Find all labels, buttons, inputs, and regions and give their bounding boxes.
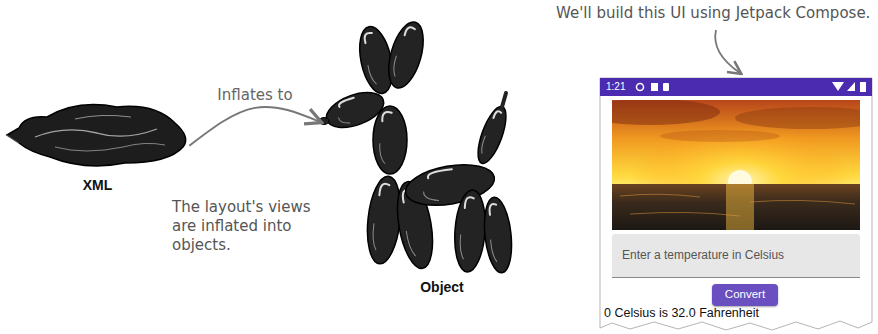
annotation-note: We'll build this UI using Jetpack Compos… [556, 4, 876, 23]
drawing-g [481, 196, 515, 274]
drawing-path [489, 204, 497, 215]
drawing-rect [612, 184, 860, 230]
drawing-rect [726, 184, 754, 230]
drawing-g [472, 103, 511, 166]
drawing-path [406, 230, 415, 257]
placeholder-text: Enter a temperature in Celsius [622, 248, 854, 262]
edge-label: Inflates to [217, 86, 292, 104]
text-field: Enter a temperature in Celsius [612, 234, 860, 278]
object-balloon-dog: Object [320, 15, 510, 300]
drawing-g [612, 100, 860, 230]
drawing-g [452, 189, 488, 273]
drawing-path [405, 26, 416, 37]
drawing-path [380, 143, 385, 163]
drawing-path [620, 194, 855, 216]
inflate-arrow [190, 107, 320, 145]
drawing-path [382, 112, 391, 121]
balloon-dog-shape [320, 15, 510, 300]
drawing-path [502, 93, 506, 107]
drawing-ellipse [373, 106, 407, 174]
xml-blob: XML [5, 75, 190, 205]
drawing-path [847, 82, 855, 91]
drawing-rect [663, 83, 669, 91]
drawing-path [479, 136, 488, 154]
drawing-path [338, 114, 350, 126]
drawing-path [371, 223, 379, 250]
drawing-path [459, 234, 465, 259]
drawing-path [491, 239, 497, 262]
node-label: Object [382, 279, 502, 296]
drawing-path [7, 105, 186, 166]
drawing-path [493, 110, 501, 120]
drawing-ellipse [319, 118, 329, 125]
drawing-ellipse [472, 103, 511, 166]
drawing-ellipse [382, 18, 430, 92]
drawing-rect [600, 78, 872, 96]
node-label: XML [5, 177, 190, 194]
drawing-path [55, 143, 165, 151]
drawing-path [338, 97, 355, 107]
drawing-ellipse [735, 107, 860, 129]
drawing-path [427, 169, 452, 178]
status-time: 1:21 [606, 81, 646, 93]
drawing-g [382, 18, 430, 92]
drawing-g [373, 106, 407, 174]
drawing-path [423, 189, 439, 203]
drawing-ellipse [452, 189, 488, 273]
annotation-note: The layout's views are inflated into obj… [172, 198, 337, 254]
result-text: 0 Celsius is 32.0 Fahrenheit [604, 306, 868, 321]
drawing-path [465, 197, 474, 209]
drawing-path [364, 32, 374, 43]
drawing-path [379, 183, 389, 196]
drawing-path [832, 82, 844, 91]
drawing-path [391, 56, 401, 77]
leader-line [715, 30, 740, 73]
drawing-rect [651, 83, 658, 91]
drawing-rect [860, 82, 866, 92]
phone-screen: 1:21 0 Celsius is 32.0 Fahrenheit Enter a … [600, 78, 872, 334]
drawing-ellipse [660, 130, 780, 142]
button-label: Convert [712, 288, 778, 302]
drawing-path [75, 115, 131, 119]
drawing-ellipse [481, 196, 515, 274]
drawing-path [35, 129, 157, 137]
drawing-path [7, 135, 19, 143]
drawing-path [368, 64, 377, 85]
drawing-ellipse [612, 100, 720, 125]
convert-button: Convert [712, 284, 778, 306]
drawing-circle [637, 84, 644, 91]
